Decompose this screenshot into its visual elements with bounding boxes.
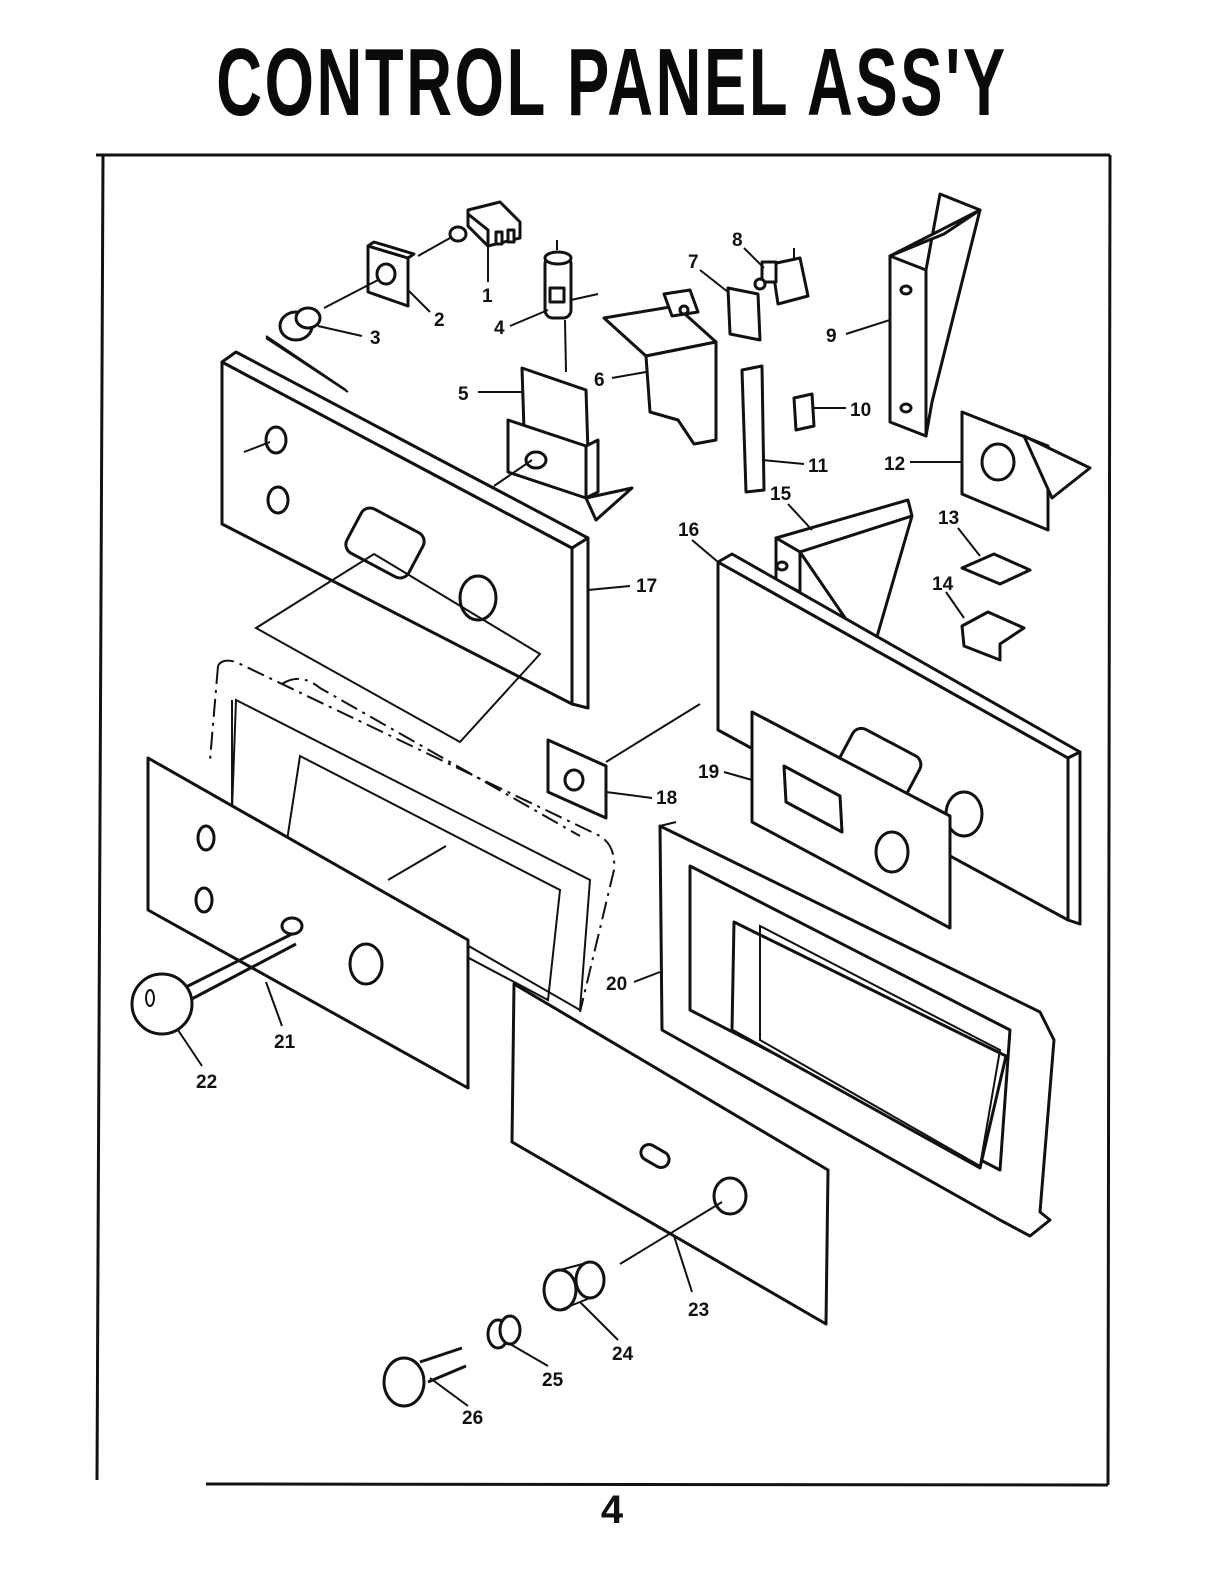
part-7-plate — [726, 286, 762, 342]
callout-4: 4 — [494, 318, 505, 339]
callout-3: 3 — [370, 328, 381, 349]
callout-26: 26 — [462, 1408, 483, 1429]
part-2-plate — [323, 240, 416, 309]
callout-15: 15 — [770, 484, 792, 505]
part-1-switch — [417, 200, 522, 257]
part-8-switch — [753, 248, 810, 306]
callout-17: 17 — [636, 576, 657, 597]
callout-5: 5 — [458, 384, 469, 405]
page-title: CONTROL PANEL ASS'Y — [216, 29, 1008, 136]
part-6-bracket — [602, 288, 718, 446]
callout-23: 23 — [688, 1300, 709, 1321]
callout-1: 1 — [482, 286, 493, 307]
part-4-lock — [543, 240, 599, 373]
part-5-bracket — [493, 366, 634, 522]
part-10-clip — [792, 392, 816, 432]
diagram-frame — [95, 153, 1112, 1487]
callout-labels: 1 2 3 4 5 6 7 8 9 10 11 12 13 14 15 16 1… — [196, 230, 959, 1429]
callout-9: 9 — [826, 326, 837, 347]
page-number: 4 — [600, 1488, 624, 1532]
callout-13: 13 — [938, 508, 959, 529]
part-22-joystick-ball — [130, 932, 297, 1036]
part-9-bracket — [888, 192, 982, 438]
part-20-bezel-frame — [658, 821, 1056, 1238]
part-19-plate — [750, 710, 952, 930]
callout-7: 7 — [688, 252, 699, 273]
part-18-plate — [546, 703, 701, 820]
callout-12: 12 — [884, 454, 905, 475]
callout-25: 25 — [542, 1370, 564, 1391]
callout-20: 20 — [606, 974, 627, 995]
part-25-spring — [486, 1314, 522, 1350]
callout-6: 6 — [594, 370, 605, 391]
part-14-block — [960, 610, 1026, 662]
part-23-panel — [510, 982, 830, 1326]
part-21-panel — [146, 756, 470, 1090]
part-12-plate — [960, 410, 1092, 532]
callout-19: 19 — [698, 762, 719, 783]
part-24-bushing — [542, 1260, 606, 1312]
part-outline-frame — [209, 659, 616, 1013]
leader-lines — [177, 246, 981, 1407]
callout-22: 22 — [196, 1072, 217, 1093]
callout-11: 11 — [808, 456, 829, 477]
callout-24: 24 — [612, 1344, 634, 1365]
callout-10: 10 — [850, 400, 871, 421]
part-16-panel — [716, 552, 1082, 926]
part-26-button-cap — [382, 1346, 467, 1408]
callout-14: 14 — [932, 574, 954, 595]
part-11-strip — [740, 364, 766, 494]
part-13-pad — [960, 552, 1032, 586]
callout-16: 16 — [678, 520, 699, 541]
callout-18: 18 — [656, 788, 677, 809]
callout-8: 8 — [732, 230, 743, 251]
callout-21: 21 — [274, 1032, 296, 1053]
part-17-panel — [220, 335, 590, 744]
callout-2: 2 — [434, 310, 445, 331]
